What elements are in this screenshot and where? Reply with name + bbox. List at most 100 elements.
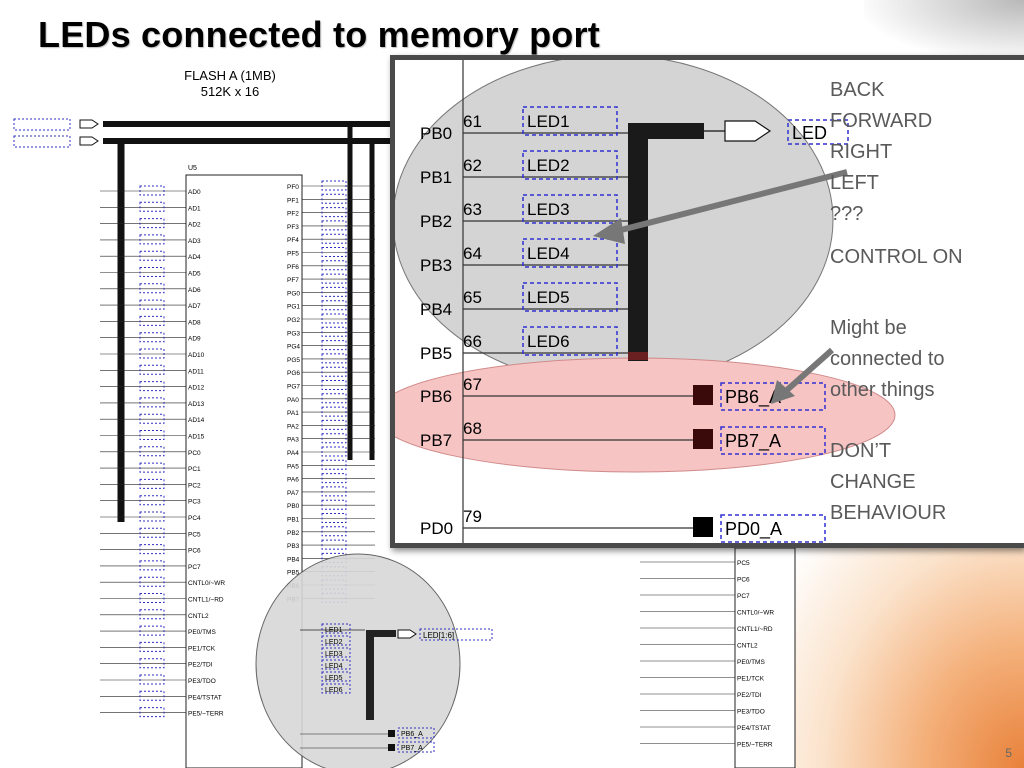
led-bus-end — [628, 352, 648, 360]
chip-pin-label: PC3 — [188, 499, 201, 506]
chip-pin-label: AD3 — [188, 238, 201, 245]
net-box — [139, 332, 165, 343]
zoom-net-label: LED3 — [527, 200, 570, 219]
zoom-pin-number: 61 — [463, 112, 482, 131]
net-box — [321, 260, 347, 271]
mini-bus-bar — [366, 630, 374, 720]
bus-output-label: LED — [792, 123, 827, 143]
chip-pin-label: PA1 — [287, 410, 299, 417]
chip-pin-label: CNTL1/~RD — [188, 597, 224, 604]
port-symbol — [397, 629, 417, 639]
zoom-net-label: LED5 — [527, 288, 570, 307]
chip-pin-label: PA3 — [287, 437, 299, 444]
zoom-net-box — [522, 194, 618, 224]
net-box — [321, 193, 347, 204]
zoom-net-label: LED4 — [527, 244, 570, 263]
zoom-net-box — [720, 426, 826, 455]
note-line: DON’T — [830, 440, 892, 462]
note-line: connected to — [830, 348, 945, 370]
chip-name: FLASH A (1MB) — [184, 68, 276, 83]
zoom-pin-number: 79 — [463, 507, 482, 526]
net-box — [139, 185, 165, 196]
zoom-pin-number: 64 — [463, 244, 482, 263]
net-box — [139, 299, 165, 310]
net-box — [139, 560, 165, 571]
zoom-pin-square — [693, 517, 713, 537]
mini-bus-bar-top — [366, 630, 396, 637]
chip-pin-label: PE5/~TERR — [188, 711, 224, 718]
chip-pin-label: PF1 — [287, 197, 299, 204]
chip-pin-label: AD4 — [188, 254, 201, 261]
chip-pin-label: PB3 — [287, 543, 300, 550]
net-box — [321, 623, 351, 634]
mini-net-label: LED3 — [325, 651, 343, 658]
chip-pin-label: AD8 — [188, 319, 201, 326]
bus-port-symbol — [724, 120, 772, 142]
zoom-net-label: PB6_A — [725, 387, 781, 408]
net-box — [139, 707, 165, 718]
net-box — [321, 247, 347, 257]
net-box — [397, 741, 435, 753]
net-box — [321, 499, 347, 510]
chip-pin-label: PG0 — [287, 290, 300, 297]
net-box — [321, 486, 347, 497]
net-box — [139, 397, 165, 408]
chip-pin-label: CNTL1/~RD — [737, 626, 773, 633]
net-box — [139, 348, 165, 359]
net-box — [139, 511, 165, 522]
chip-pin-label: AD10 — [188, 352, 205, 359]
chip-pin-label: CNTL2 — [188, 613, 209, 620]
net-box — [321, 419, 347, 430]
mini-net-label: PB6_A — [401, 731, 423, 738]
chip-pin-label: PB4 — [287, 556, 300, 563]
net-box — [139, 641, 165, 652]
net-box — [321, 313, 347, 324]
zoom-net-box — [720, 514, 826, 543]
chip-pin-label: PF5 — [287, 251, 299, 258]
net-box — [139, 544, 165, 555]
page-number: 5 — [1005, 746, 1012, 760]
net-box — [419, 628, 493, 641]
mini-net-label: PB7_A — [401, 745, 423, 752]
net-box — [139, 430, 165, 440]
net-box — [139, 413, 165, 424]
zoom-pin-name: PB1 — [420, 168, 452, 187]
chip-pin-label: PF3 — [287, 224, 299, 231]
chip-pin-label: PE1/TCK — [188, 645, 216, 652]
slide-title: LEDs connected to memory port — [38, 14, 600, 55]
net-box — [139, 234, 165, 245]
chip-pin-label: PC0 — [188, 450, 201, 457]
net-box — [139, 658, 165, 669]
arrow-to-led4 — [612, 169, 848, 235]
flash-schematic: FLASH A (1MB) 512K x 16 U5 AD0AD1AD2AD3A… — [13, 68, 796, 768]
net-box — [321, 273, 347, 284]
net-box — [321, 433, 347, 444]
note-led-function: BACK — [830, 79, 885, 101]
zoom-pin-name: PB4 — [420, 300, 452, 319]
chip-pin-label: AD11 — [188, 368, 204, 375]
chip-pin-label: PC6 — [737, 577, 750, 584]
chip-pin-label: PG5 — [287, 357, 300, 364]
net-box — [139, 593, 165, 603]
chip-pin-label: PB5 — [287, 570, 300, 577]
chip-pin-label: PE4/TSTAT — [188, 694, 222, 701]
chip-pin-label: PE0/TMS — [737, 659, 765, 666]
zoom-pin-number: 62 — [463, 156, 482, 175]
chip-pin-label: PC5 — [737, 560, 750, 567]
chip-pin-label: PG1 — [287, 304, 300, 311]
note-control-on: CONTROL ON — [830, 246, 963, 268]
zoom-pin-name: PB0 — [420, 124, 452, 143]
net-box — [139, 625, 165, 636]
chip-pin-label: AD14 — [188, 417, 205, 424]
note-led-function: RIGHT — [830, 141, 893, 163]
chip-pin-label: PC5 — [188, 531, 201, 538]
net-box — [321, 300, 347, 311]
zoom-pin-name: PB6 — [420, 387, 452, 406]
net-box — [139, 201, 165, 212]
net-box — [321, 539, 347, 550]
zoom-net-box — [522, 238, 618, 268]
chip-pin-label: AD9 — [188, 336, 201, 343]
